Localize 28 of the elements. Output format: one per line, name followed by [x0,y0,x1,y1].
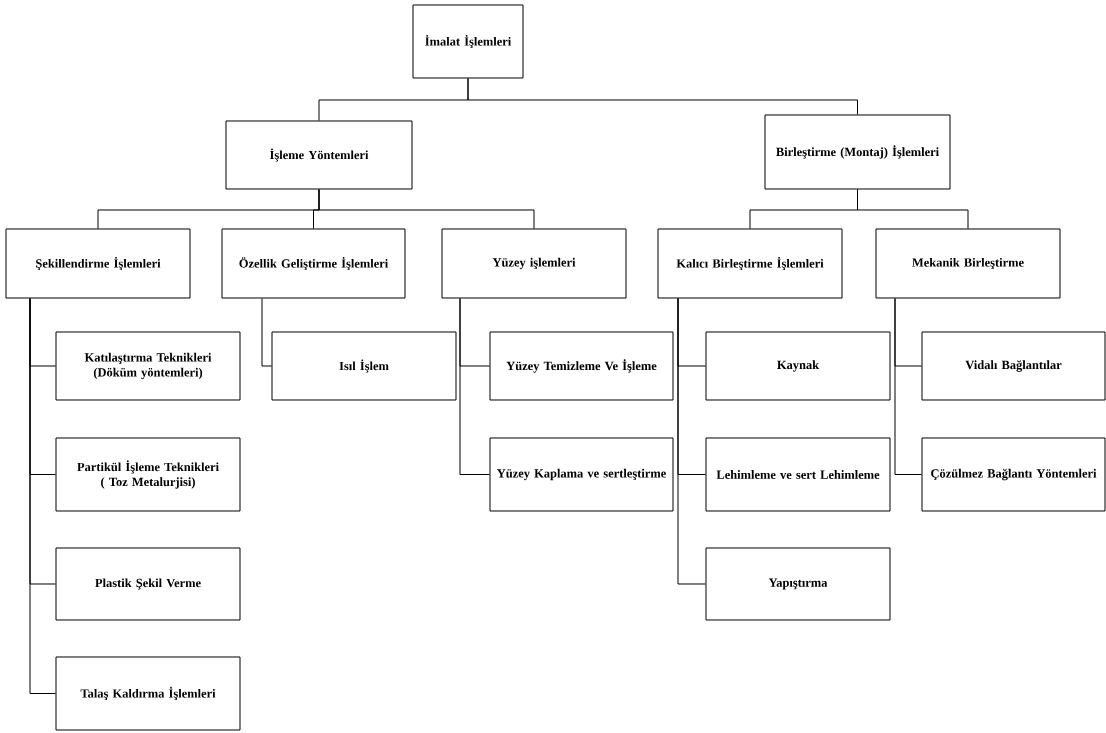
process-box: Lehimleme ve sert Lehimleme [705,437,891,512]
process-box: Plastik Şekil Verme [55,547,241,621]
process-box: Mekanik Birleştirme [875,228,1061,299]
process-box: Çözülmez Bağlantı Yöntemleri [921,437,1106,512]
process-box: Vidalı Bağlantılar [921,331,1106,401]
connector-line [29,298,56,694]
process-box: İmalat İşlemleri [412,4,524,79]
process-box: Katılaştırma Teknikleri (Döküm yöntemleri) [55,331,241,401]
connector-line [894,298,922,475]
process-box: Yapıştırma [705,547,891,621]
process-box: Yüzey Temizleme Ve İşleme [489,331,674,401]
connector-line [318,189,535,229]
process-box: Özellik Geliştirme İşlemleri [221,228,406,299]
process-box: Partikül İşleme Teknikleri ( Toz Metalurjisi) [55,437,241,512]
connector-line [261,298,272,367]
connector-line [857,189,969,229]
process-box: Kalıcı Birleştirme İşlemleri [657,228,843,299]
process-box: Birleştirme (Montaj) İşlemleri [764,114,951,190]
connector-line [467,78,858,115]
process-box: Yüzey işlemleri [441,228,627,299]
connector-line [459,298,490,475]
process-box: İşleme Yöntemleri [225,120,413,190]
process-box: Yüzey Kaplama ve sertleştirme [489,437,674,512]
process-box: Kaynak [705,331,891,401]
process-box: Şekillendirme İşlemleri [5,228,191,299]
process-box: Talaş Kaldırma İşlemleri [55,656,241,731]
connector-line [677,298,706,585]
process-box: Isıl İşlem [271,331,457,401]
